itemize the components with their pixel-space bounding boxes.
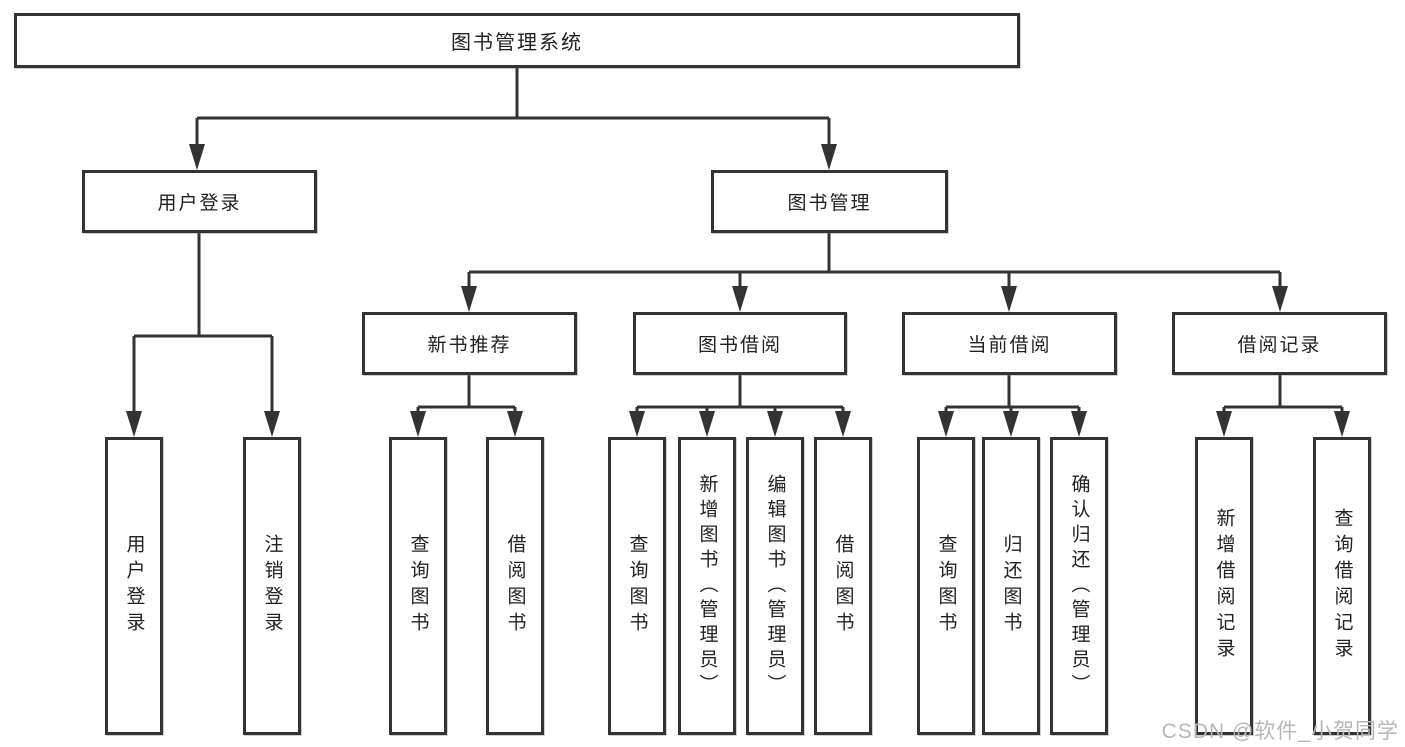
- node-label: 当前借阅: [967, 335, 1052, 356]
- arrowhead: [1003, 411, 1019, 437]
- node-leaf-user-login: 用户登录: [105, 437, 163, 735]
- node-current-borrow: 当前借阅: [902, 312, 1117, 375]
- node-label: 图书管理: [787, 193, 872, 214]
- connector-current-borrow-to-leaves: [938, 375, 1087, 437]
- node-label: 查询图书: [407, 534, 429, 638]
- node-label: 新书推荐: [427, 335, 512, 356]
- node-leaf-borrow-add-book: 新增图书（管理员）: [678, 437, 736, 735]
- node-label: 归还图书: [1000, 534, 1022, 638]
- node-label: 注销登录: [261, 534, 283, 638]
- node-leaf-record-add: 新增借阅记录: [1195, 437, 1253, 735]
- node-label: 新增图书（管理员）: [696, 473, 718, 699]
- node-leaf-borrow-edit-book: 编辑图书（管理员）: [746, 437, 804, 735]
- connector-root-to-level2: [189, 68, 837, 170]
- node-label: 编辑图书（管理员）: [764, 473, 786, 699]
- arrowhead: [1216, 411, 1232, 437]
- node-leaf-recommend-borrow-book: 借阅图书: [486, 437, 544, 735]
- arrowhead: [767, 411, 783, 437]
- node-leaf-record-query: 查询借阅记录: [1313, 437, 1371, 735]
- arrowhead: [1272, 286, 1288, 312]
- arrowhead: [938, 411, 954, 437]
- arrowhead: [410, 411, 426, 437]
- node-new-book-recommend: 新书推荐: [362, 312, 577, 375]
- node-leaf-borrow-query-book: 查询图书: [608, 437, 666, 735]
- node-root-label: 图书管理系统: [451, 32, 583, 54]
- connector-borrow-record-to-leaves: [1216, 375, 1350, 437]
- connector-user-login-to-leaves: [126, 233, 280, 437]
- arrowhead: [732, 286, 748, 312]
- node-label: 确认归还（管理员）: [1068, 473, 1090, 699]
- arrowhead: [507, 411, 523, 437]
- arrowhead: [126, 411, 142, 437]
- arrowhead: [1071, 411, 1087, 437]
- node-label: 查询图书: [626, 534, 648, 638]
- connector-book-borrow-to-leaves: [629, 375, 851, 437]
- node-label: 借阅图书: [832, 534, 854, 638]
- connector-book-management-to-level3: [461, 233, 1288, 312]
- node-label: 借阅图书: [504, 534, 526, 638]
- csdn-watermark: CSDN @软件_小贺同学: [1161, 720, 1399, 743]
- node-book-borrow: 图书借阅: [633, 312, 847, 375]
- arrowhead: [189, 144, 205, 170]
- node-user-login-branch: 用户登录: [82, 170, 317, 233]
- arrowhead: [821, 144, 837, 170]
- node-leaf-logout: 注销登录: [243, 437, 301, 735]
- arrowhead: [461, 286, 477, 312]
- node-leaf-current-confirm-return: 确认归还（管理员）: [1050, 437, 1108, 735]
- node-label: 查询借阅记录: [1331, 508, 1353, 664]
- node-book-management: 图书管理: [711, 170, 948, 233]
- arrowhead: [264, 411, 280, 437]
- node-label: 借阅记录: [1237, 335, 1322, 356]
- arrowhead: [835, 411, 851, 437]
- node-leaf-borrow-borrow-book: 借阅图书: [814, 437, 872, 735]
- node-leaf-current-query-book: 查询图书: [917, 437, 975, 735]
- connector-new-book-recommend-to-leaves: [410, 375, 523, 437]
- node-label: 用户登录: [157, 193, 242, 214]
- node-borrow-record: 借阅记录: [1172, 312, 1387, 375]
- node-leaf-current-return-book: 归还图书: [982, 437, 1040, 735]
- node-label: 图书借阅: [697, 335, 782, 356]
- arrowhead: [629, 411, 645, 437]
- node-label: 查询图书: [935, 534, 957, 638]
- node-label: 用户登录: [123, 534, 145, 638]
- arrowhead: [1334, 411, 1350, 437]
- node-label: 新增借阅记录: [1213, 508, 1235, 664]
- node-root: 图书管理系统: [14, 13, 1020, 68]
- arrowhead: [699, 411, 715, 437]
- arrowhead: [1001, 286, 1017, 312]
- node-leaf-recommend-query-book: 查询图书: [389, 437, 447, 735]
